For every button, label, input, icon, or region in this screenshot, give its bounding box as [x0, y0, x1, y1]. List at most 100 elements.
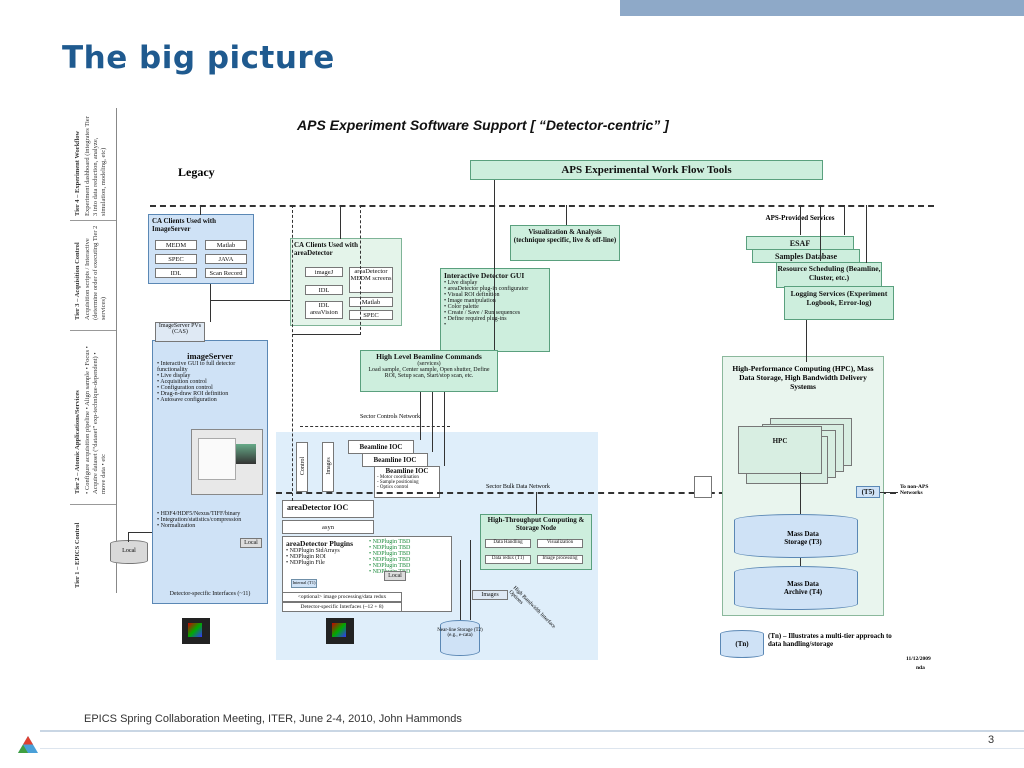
- tier-4-label: Tier 4 – Experiment Workflow: [74, 130, 81, 216]
- client-java: JAVA: [205, 254, 247, 264]
- workflow-bus: [150, 205, 934, 207]
- imageserver-item2: • HDF4/HDF5/Nexus/TIFF/binary: [157, 511, 241, 517]
- gui-item: • Live display: [444, 280, 478, 286]
- client-medm: MEDM: [155, 240, 197, 250]
- hlbc-title: High Level Beamline Commands: [376, 352, 482, 361]
- htc-box: High-Throughput Computing & Storage Node…: [480, 514, 592, 570]
- client-scan-record: Scan Record: [205, 268, 247, 278]
- footer-rule: [40, 748, 1024, 749]
- bulk-network: [276, 492, 896, 494]
- images-arrow: Images: [322, 442, 334, 492]
- ca-imageserver-title: CA Clients Used with ImageServer: [152, 217, 216, 233]
- viz-analysis: Visualization & Analysis (technique spec…: [510, 225, 620, 261]
- ca-areadetector-title: CA Clients Used with areaDetector: [294, 241, 358, 257]
- imageserver-pvs: ImageServer PVs (CAS): [155, 322, 205, 342]
- imageserver-item: • Drag-n-draw ROI definition: [157, 391, 229, 397]
- mass-storage: [734, 514, 858, 558]
- ca-imageserver-box: CA Clients Used with ImageServer MEDM Ma…: [148, 214, 254, 284]
- imageserver-title: imageServer: [187, 351, 233, 361]
- imageserver-item: • Interactive GUI to full detector funct…: [157, 361, 236, 373]
- imageserver-item: • Configuration control: [157, 385, 213, 391]
- ca-areadetector-box: CA Clients Used with areaDetector imageJ…: [290, 238, 402, 326]
- htc-cell: Data Handling: [485, 539, 531, 548]
- internal-t1: Internal (T1): [291, 579, 317, 588]
- htc-cell: Image processing: [537, 555, 583, 564]
- local-disk-label: Local: [122, 548, 136, 554]
- gui-item: •: [444, 322, 447, 328]
- tn-note: (Tn) – Illustrates a multi-tier approach…: [768, 632, 892, 648]
- control-arrow: Control: [296, 442, 308, 492]
- non-aps-label: To non-APS Networks: [900, 484, 929, 496]
- tn-label: (Tn): [735, 640, 749, 648]
- tier-3-label: Tier 3 – Acquisition Control: [74, 242, 81, 320]
- sector-controls-label: Sector Controls Network: [360, 414, 420, 420]
- services-title: APS-Provided Services: [765, 214, 835, 222]
- diagram-title: APS Experiment Software Support [ “Detec…: [297, 117, 669, 133]
- tier-2-label: Tier 2 – Atomic Applications/Services: [74, 390, 81, 494]
- tier-column: Tier 4 – Experiment Workflow Experiment …: [70, 108, 117, 593]
- hlbc-sub: (services): [417, 361, 441, 367]
- gui-item: • Color palette: [444, 304, 479, 310]
- hpc-label: HPC: [738, 426, 822, 474]
- nearline-label: Near-line Storage (T2) (e.g., e-cata): [437, 628, 483, 638]
- interactive-gui-box: Interactive Detector GUI • Live display …: [440, 268, 550, 352]
- footer-rule: [40, 730, 1024, 732]
- client-imagej: imageJ: [305, 267, 343, 277]
- gui-item: • areaDetector plug-in configurator: [444, 286, 529, 292]
- images-tag: Images: [472, 590, 508, 600]
- header-band: [620, 0, 1024, 16]
- ad-local: Local: [384, 571, 406, 581]
- legacy-label: Legacy: [178, 165, 215, 179]
- client-idl: IDL: [155, 268, 197, 278]
- gui-item: • Image manipulation: [444, 298, 496, 304]
- gui-item: • Visual ROI definition: [444, 292, 500, 298]
- gui-item: • Create / Save / Run sequences: [444, 310, 521, 316]
- imageserver-item2: • Integration/statistics/compression: [157, 517, 242, 523]
- client-spec: SPEC: [155, 254, 197, 264]
- client-ad-medm: areaDetector MEDM screens: [349, 267, 393, 293]
- page-number: 3: [988, 734, 995, 746]
- htc-cell: Visualization: [537, 539, 583, 548]
- tier-1-label: Tier 1 – EPICS Control: [74, 522, 81, 588]
- detector-image-icon: [326, 618, 354, 644]
- slide-title: The big picture: [62, 40, 335, 76]
- service-resource: Resource Scheduling (Beamline, Cluster, …: [776, 262, 882, 288]
- diagram-date: 11/12/2009: [906, 656, 931, 662]
- hpc-title: High-Performance Computing (HPC), Mass D…: [732, 364, 874, 391]
- tn-legend-icon: [720, 630, 764, 658]
- argonne-logo-icon: [18, 736, 38, 754]
- service-samples: Samples Database: [752, 249, 860, 263]
- service-esaf: ESAF: [746, 236, 854, 250]
- workflow-tools: APS Experimental Work Flow Tools: [470, 160, 823, 180]
- client-ad-idl: IDL: [305, 285, 343, 295]
- hlbc-box: High Level Beamline Commands (services) …: [360, 350, 498, 392]
- footer-text: EPICS Spring Collaboration Meeting, ITER…: [84, 713, 462, 725]
- detector-image-icon: [182, 618, 210, 644]
- client-areavision: IDL areaVision: [305, 301, 343, 319]
- gui-item: • Define required plug-ins: [444, 316, 507, 322]
- client-ad-matlab: Matlab: [349, 297, 393, 307]
- imageserver-item: • Acquisition control: [157, 379, 207, 385]
- beamline-ioc-2: Beamline IOC: [362, 453, 428, 467]
- gateway-box: [694, 476, 712, 498]
- htc-cell: Data redux (T1): [485, 555, 531, 564]
- imageserver-item2: • Normalization: [157, 523, 196, 529]
- imageserver-interfaces: Detector-specific Interfaces (~11): [169, 591, 251, 597]
- ad-asyn: asyn: [282, 520, 374, 534]
- local-disk: [110, 540, 148, 564]
- optional-redux: <optional> image processing/data redux: [282, 592, 402, 602]
- diagram-initials: nda: [916, 665, 925, 671]
- sector-bulk-label: Sector Bulk Data Network: [486, 484, 550, 490]
- imageserver-item: • Live display: [157, 373, 191, 379]
- nearline-storage: [440, 620, 480, 656]
- mass-archive: [734, 566, 858, 610]
- interactive-gui-title: Interactive Detector GUI: [444, 271, 525, 280]
- client-matlab: Matlab: [205, 240, 247, 250]
- imageserver-local: Local: [240, 538, 262, 548]
- client-ad-spec: SPEC: [349, 310, 393, 320]
- tier-4-note: Experiment dashboard (integrates Tier 3 …: [84, 116, 107, 216]
- ad-ioc: areaDetector IOC: [282, 500, 374, 518]
- imageserver-box: imageServer • Interactive GUI to full de…: [152, 340, 268, 604]
- t5-badge: (T5): [856, 486, 880, 498]
- tier-2-note: • Configure acquisition pipeline • Align…: [84, 346, 107, 494]
